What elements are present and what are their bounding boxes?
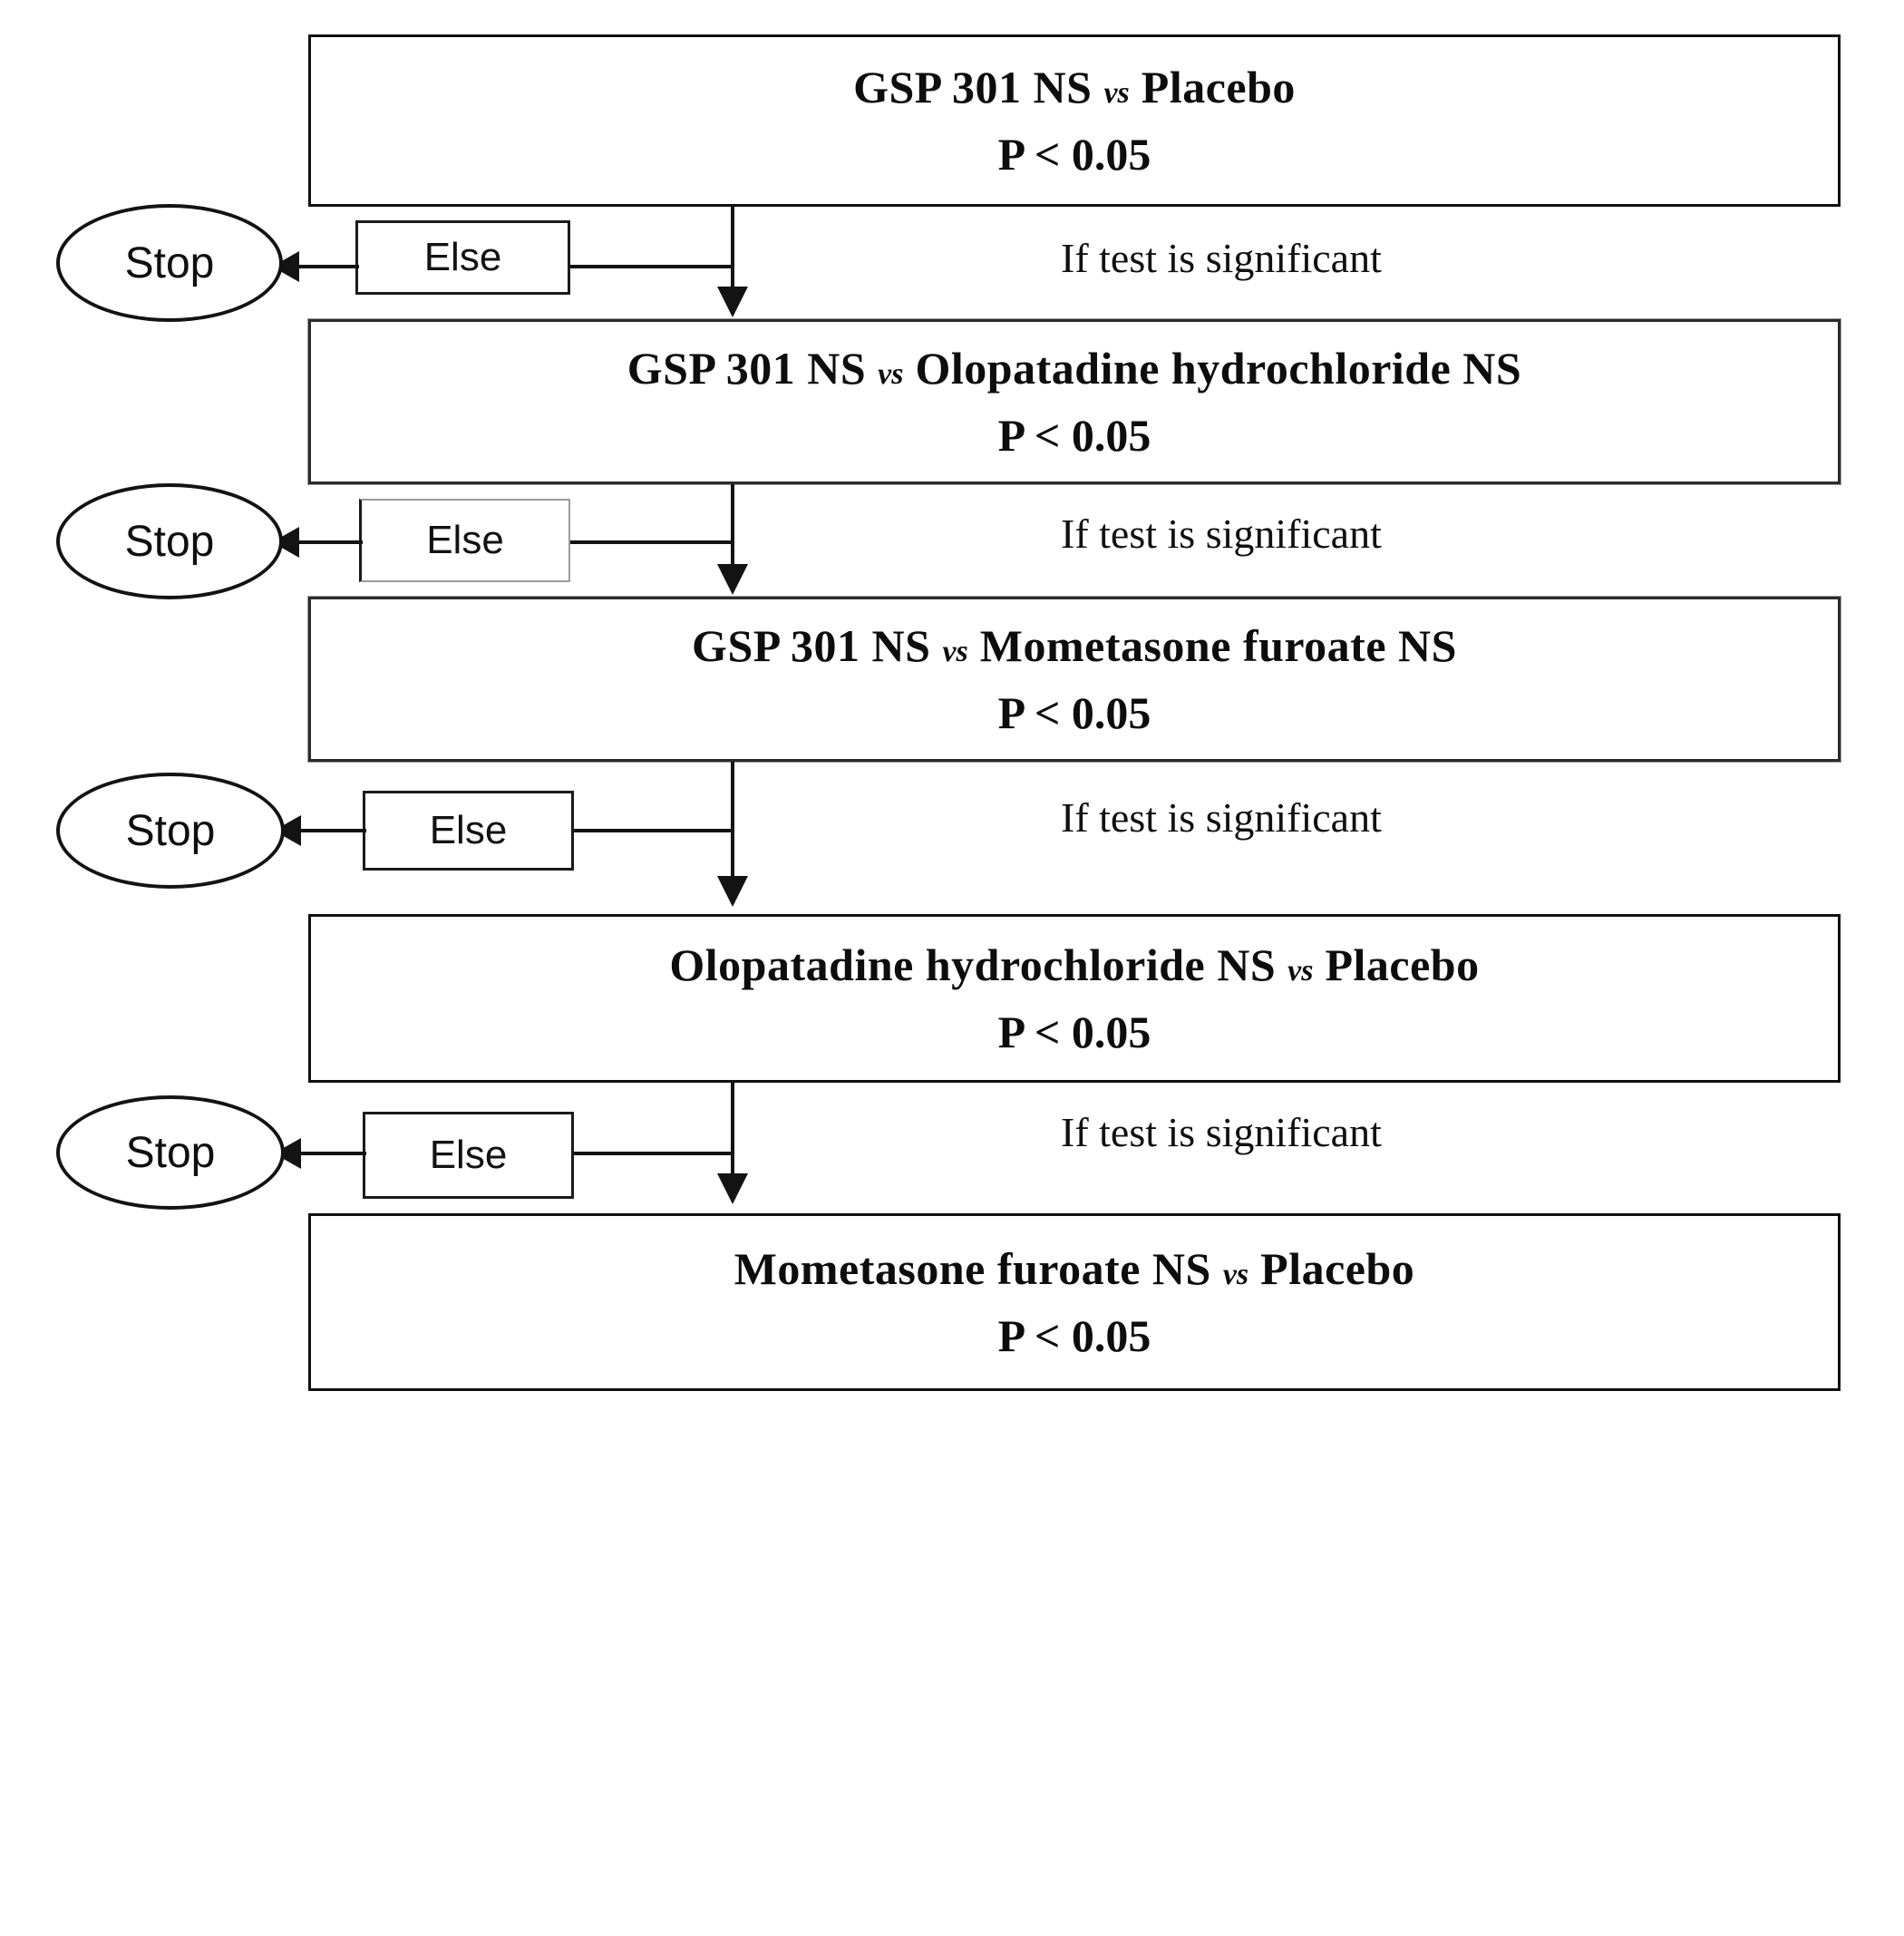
arrowhead-step-2-down-icon	[717, 564, 748, 595]
else-label-step-4: Else	[429, 1133, 508, 1177]
arrowhead-step-1-down-icon	[717, 287, 748, 317]
stop-node-step-3: Stop	[56, 773, 285, 889]
vs-label: vs	[878, 357, 904, 391]
test-box-step-4: Olopatadine hydrochloride NS vs Placebo …	[308, 914, 1841, 1083]
test-box-step-1-pvalue: P < 0.05	[997, 129, 1151, 180]
else-box-step-2: Else	[359, 499, 570, 582]
test-box-step-3-pvalue: P < 0.05	[997, 687, 1151, 738]
test-box-step-1-comparison: GSP 301 NS vs Placebo	[853, 63, 1296, 111]
step-2-arm-a: GSP 301 NS	[627, 343, 867, 394]
test-box-step-5: Mometasone furoate NS vs Placebo P < 0.0…	[308, 1213, 1841, 1391]
stop-node-step-2: Stop	[56, 483, 283, 599]
connector-step-4-else-to-stop	[292, 1152, 366, 1155]
test-box-step-5-comparison: Mometasone furoate NS vs Placebo	[734, 1245, 1415, 1292]
step-5-arm-a: Mometasone furoate NS	[733, 1243, 1211, 1294]
connector-step-1-else-to-stop	[290, 265, 359, 268]
connector-step-3-down	[731, 762, 734, 880]
connector-step-4-down	[731, 1083, 734, 1177]
test-box-step-2-comparison: GSP 301 NS vs Olopatadine hydrochloride …	[627, 345, 1521, 392]
stop-label-step-4: Stop	[125, 1128, 216, 1177]
step-2-arm-b: Olopatadine hydrochloride NS	[915, 343, 1522, 394]
step-5-arm-b: Placebo	[1260, 1243, 1415, 1294]
step-4-arm-a: Olopatadine hydrochloride NS	[669, 939, 1277, 990]
step-1-arm-b: Placebo	[1141, 62, 1296, 112]
stop-node-step-1: Stop	[56, 204, 283, 322]
vs-label: vs	[942, 635, 968, 668]
test-box-step-1: GSP 301 NS vs Placebo P < 0.05	[308, 34, 1841, 207]
stop-label-step-1: Stop	[124, 238, 215, 287]
test-box-step-3-comparison: GSP 301 NS vs Mometasone furoate NS	[692, 622, 1457, 669]
else-box-step-1: Else	[355, 220, 570, 295]
stop-node-step-4: Stop	[56, 1095, 285, 1210]
else-label-step-2: Else	[426, 518, 504, 562]
step-3-arm-b: Mometasone furoate NS	[979, 620, 1457, 671]
test-box-step-5-pvalue: P < 0.05	[997, 1310, 1151, 1361]
connector-step-1-else-to-trunk	[570, 265, 733, 268]
else-box-step-3: Else	[363, 791, 574, 871]
else-box-step-4: Else	[363, 1112, 574, 1199]
vs-label: vs	[1287, 954, 1314, 987]
test-box-step-2-pvalue: P < 0.05	[997, 410, 1151, 461]
step-3-arm-a: GSP 301 NS	[692, 620, 931, 671]
test-box-step-4-comparison: Olopatadine hydrochloride NS vs Placebo	[669, 941, 1479, 988]
arrowhead-step-4-down-icon	[717, 1173, 748, 1204]
branch-label-step-2-significant: If test is significant	[1061, 511, 1382, 557]
branch-label-step-3-significant: If test is significant	[1061, 794, 1382, 841]
else-label-step-1: Else	[423, 235, 502, 279]
connector-step-3-else-to-trunk	[574, 829, 733, 832]
else-label-step-3: Else	[429, 808, 508, 852]
step-4-arm-b: Placebo	[1325, 939, 1480, 990]
vs-label: vs	[1222, 1258, 1249, 1291]
branch-label-step-1-significant: If test is significant	[1061, 235, 1382, 281]
branch-label-step-4-significant: If test is significant	[1061, 1109, 1382, 1155]
connector-step-4-else-to-trunk	[574, 1152, 733, 1155]
test-box-step-4-pvalue: P < 0.05	[997, 1007, 1151, 1057]
connector-step-2-else-to-trunk	[570, 540, 733, 544]
test-box-step-2: GSP 301 NS vs Olopatadine hydrochloride …	[308, 319, 1841, 484]
arrowhead-step-3-down-icon	[717, 876, 748, 907]
stop-label-step-2: Stop	[124, 517, 215, 566]
connector-step-3-else-to-stop	[292, 829, 366, 832]
connector-step-1-down	[731, 207, 734, 290]
connector-step-2-down	[731, 484, 734, 568]
step-1-arm-a: GSP 301 NS	[853, 62, 1093, 112]
vs-label: vs	[1103, 76, 1130, 110]
stop-label-step-3: Stop	[125, 806, 216, 855]
test-box-step-3: GSP 301 NS vs Mometasone furoate NS P < …	[308, 597, 1841, 762]
connector-step-2-else-to-stop	[290, 540, 363, 544]
